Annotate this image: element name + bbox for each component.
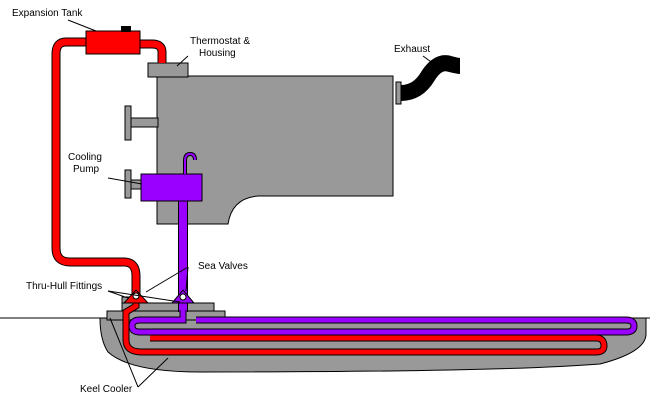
label-cooling-line1: Cooling — [68, 152, 102, 163]
cooling-pump-flange — [124, 169, 132, 199]
keel-cooler-housing — [99, 317, 647, 373]
label-keel-cooler: Keel Cooler — [80, 384, 133, 395]
cooling-pump-shaft — [130, 179, 143, 190]
label-expansion-tank: Expansion Tank — [12, 8, 83, 19]
label-sea-valves: Sea Valves — [198, 261, 248, 272]
expansion-tank-cap — [121, 26, 131, 32]
label-thru-hull-fittings: Thru-Hull Fittings — [26, 281, 102, 292]
engine-fitting-upper-flange — [124, 105, 132, 141]
engine-fitting-upper — [130, 117, 159, 128]
thermostat-housing — [147, 62, 189, 78]
label-exhaust: Exhaust — [394, 44, 430, 55]
cooling-pump — [140, 173, 203, 202]
exhaust-hose — [400, 55, 461, 101]
label-cooling-line2: Pump — [73, 164, 100, 175]
sea-valve-plate — [121, 302, 215, 312]
sea-valve-purple-handle — [179, 293, 187, 301]
label-thermostat-line1: Thermostat & — [190, 36, 250, 47]
exhaust-flange — [395, 81, 402, 105]
leader-lines — [67, 19, 435, 388]
expansion-tank — [85, 30, 141, 55]
hot-coolant-line — [51, 37, 608, 356]
engine-block — [156, 75, 394, 225]
label-thermostat-line2: Housing — [199, 48, 236, 59]
